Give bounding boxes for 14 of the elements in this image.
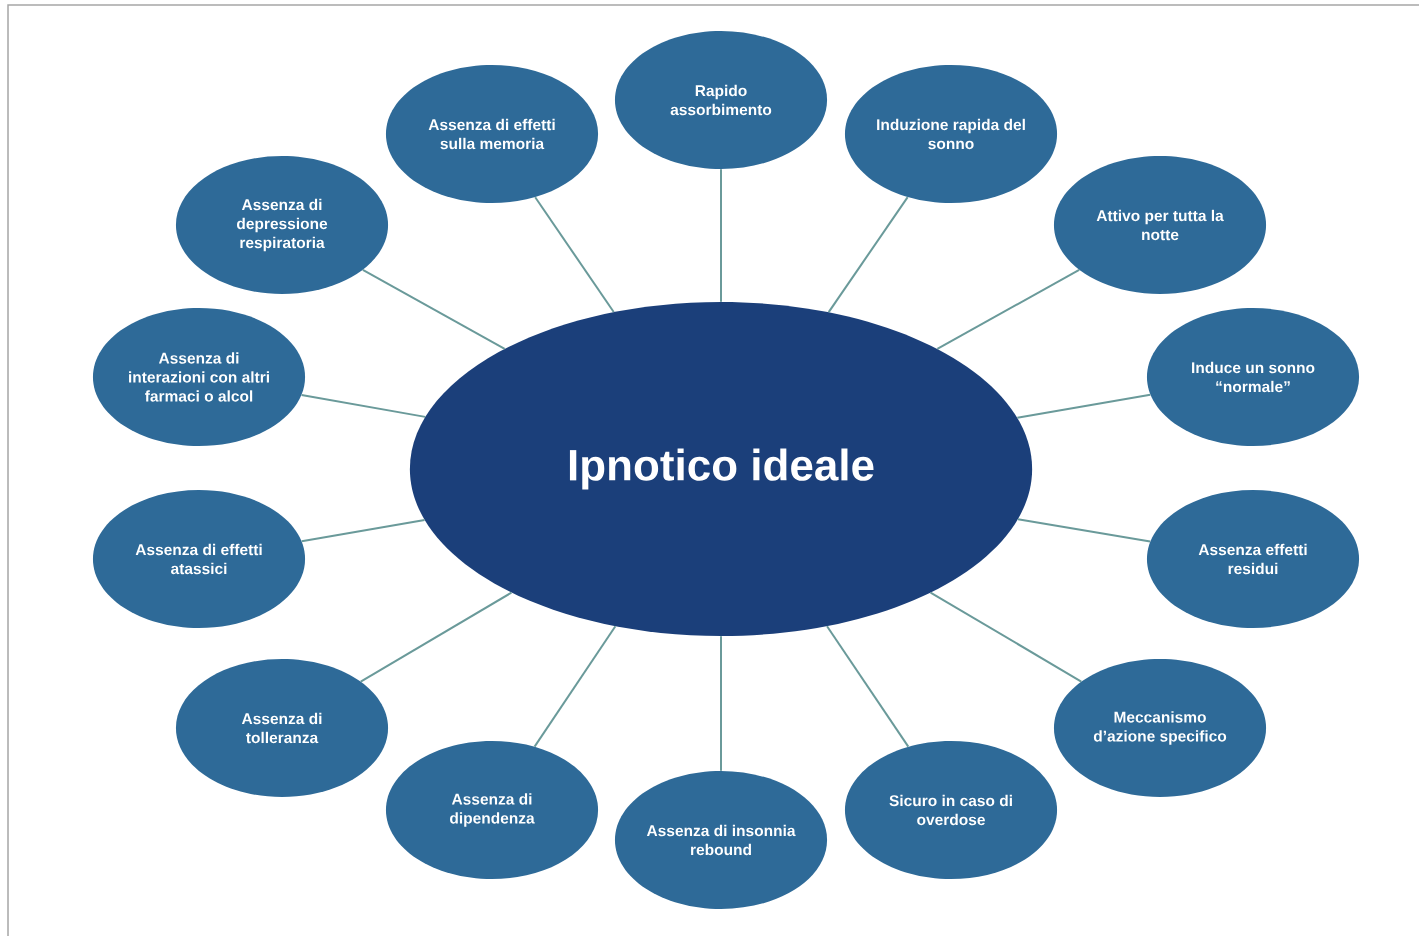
connector-line [359,591,513,683]
connector-line [300,394,427,418]
connector-line [1016,518,1152,543]
connector-line [533,625,617,748]
connector-line [826,625,910,748]
connector-line [720,635,722,772]
connector-line [936,268,1081,350]
connector-line [827,196,909,314]
connector-line [361,268,506,350]
connector-line [1016,393,1152,419]
connector-line [534,196,615,314]
connector-line [720,168,722,303]
connector-line [300,519,426,543]
connector-line [929,591,1083,683]
